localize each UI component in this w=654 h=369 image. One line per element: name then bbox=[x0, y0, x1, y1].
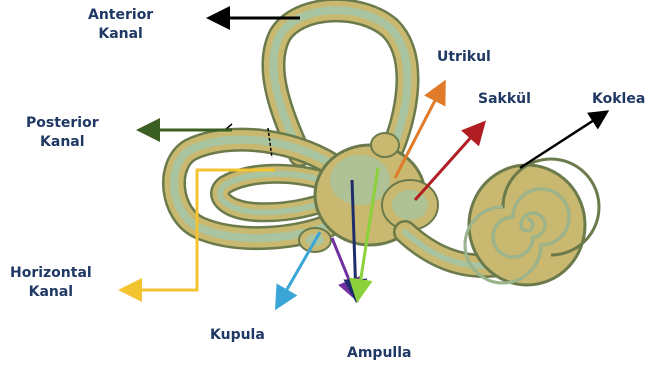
label-kupula: Kupula bbox=[210, 326, 265, 345]
label-horizontal-kanal: Horizontal Kanal bbox=[10, 264, 92, 302]
label-utrikul: Utrikul bbox=[437, 48, 491, 67]
ampulla-arrow-purple bbox=[332, 238, 356, 297]
label-sakkul: Sakkül bbox=[478, 90, 531, 109]
label-koklea: Koklea bbox=[592, 90, 645, 109]
cochlea bbox=[465, 159, 599, 285]
label-ampulla: Ampulla bbox=[347, 344, 411, 363]
sakkul-arrow bbox=[415, 125, 482, 200]
label-posterior-kanal: Posterior Kanal bbox=[26, 114, 99, 152]
label-anterior-kanal: Anterior Kanal bbox=[88, 6, 153, 44]
